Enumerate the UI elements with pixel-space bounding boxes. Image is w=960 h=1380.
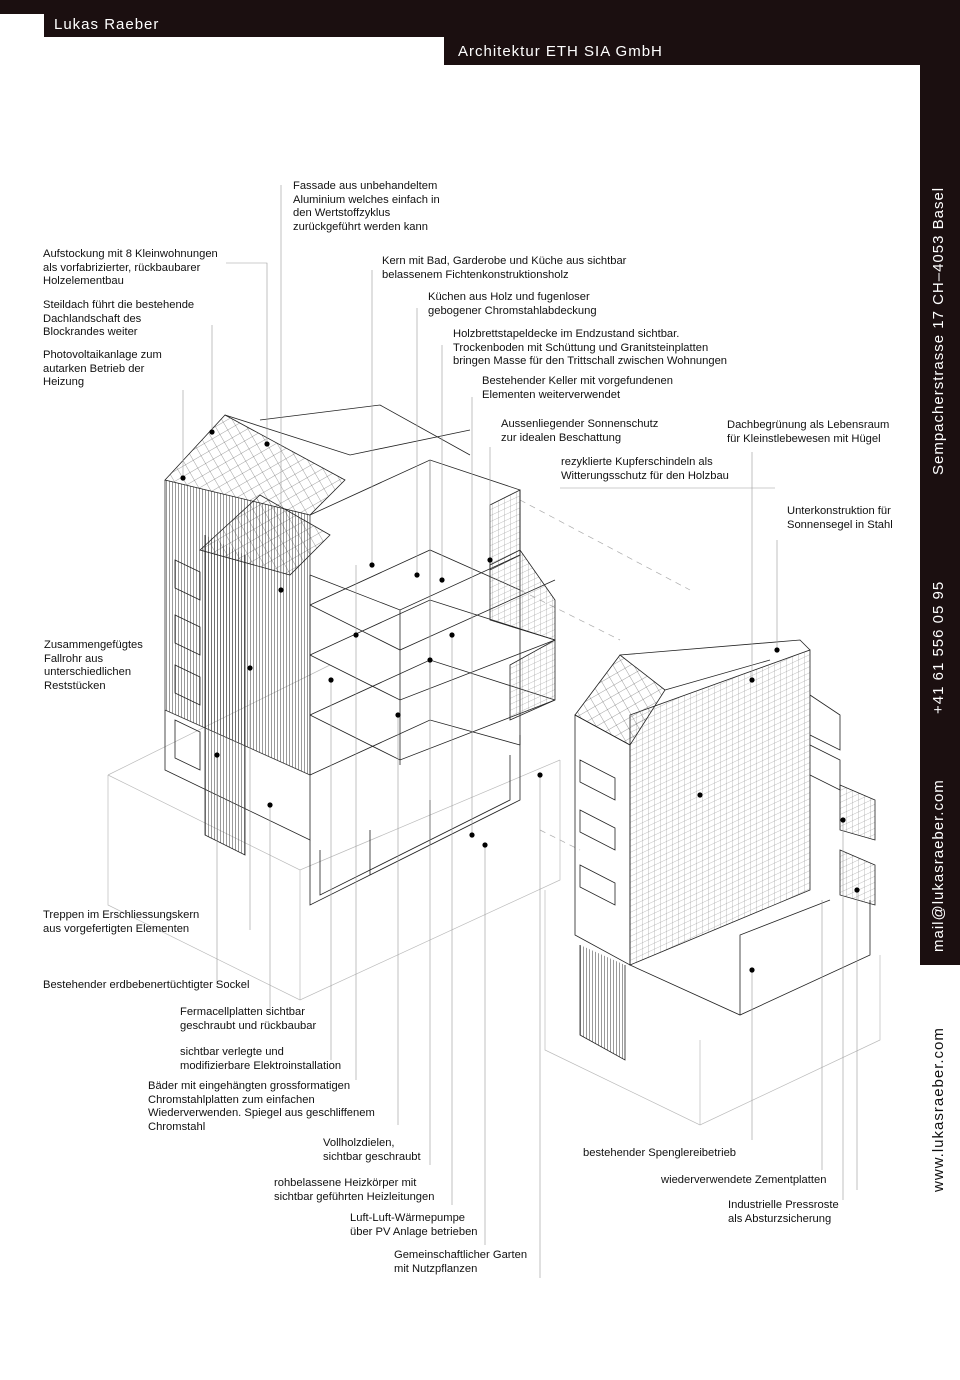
label-sockel: Bestehender erdbebenertüchtigter Sockel <box>43 979 250 991</box>
label-kuechen: Küchen aus Holz und fugenloser gebogener… <box>428 291 597 317</box>
label-garten: Gemeinschaftlicher Garten mit Nutzpflanz… <box>394 1249 528 1275</box>
label-heizkoerper: rohbelassene Heizkörper mit sichtbar gef… <box>274 1177 435 1203</box>
label-fermacell: Fermacellplatten sichtbar geschraubt und… <box>180 1006 317 1032</box>
label-kupfer: rezyklierte Kupferschindeln als Witterun… <box>561 456 729 482</box>
label-dachbegruenung: Dachbegrünung als Lebensraum für Kleinst… <box>727 419 890 445</box>
label-fassade: Fassade aus unbehandeltem Aluminium welc… <box>293 180 440 233</box>
label-waermepumpe: Luft-Luft-Wärmepumpe über PV Anlage betr… <box>350 1212 478 1238</box>
label-treppen: Treppen im Erschliessungskern aus vorgef… <box>43 909 200 935</box>
annotation-dots <box>180 429 860 973</box>
label-elektro: sichtbar verlegte und modifizierbare Ele… <box>180 1046 342 1072</box>
label-unterkonstruktion: Unterkonstruktion für Sonnensegel in Sta… <box>787 505 893 531</box>
guide-lines <box>519 499 691 851</box>
contact-sidebar <box>920 0 960 965</box>
firm-name: Architektur ETH SIA GmbH <box>444 37 920 65</box>
architect-name: Lukas Raeber <box>44 0 920 37</box>
label-pressroste: Industrielle Pressroste als Absturzsiche… <box>728 1199 839 1225</box>
label-aufstockung: Aufstockung mit 8 Kleinwohnungen als vor… <box>43 248 218 288</box>
label-holzbrett: Holzbrettstapeldecke im Endzustand sicht… <box>453 328 728 368</box>
label-fallrohr: Zusammengefügtes Fallrohr aus unterschie… <box>44 639 143 692</box>
label-baeder: Bäder mit eingehängten grossformatigen C… <box>148 1080 375 1133</box>
label-steildach: Steildach führt die bestehende Dachlands… <box>43 299 195 339</box>
label-keller: Bestehender Keller mit vorgefundenen Ele… <box>482 375 673 401</box>
label-kern: Kern mit Bad, Garderobe und Küche aus si… <box>382 255 627 281</box>
label-zement: wiederverwendete Zementplatten <box>661 1174 827 1186</box>
label-spengler: bestehender Spenglereibetrieb <box>583 1147 737 1159</box>
right-building <box>574 639 876 1061</box>
right-plinth <box>544 890 881 1126</box>
left-building <box>164 404 556 906</box>
label-sonnenschutz: Aussenliegender Sonnenschutz zur idealen… <box>501 418 659 444</box>
label-vollholz: Vollholzdielen, sichtbar geschraubt <box>323 1137 421 1163</box>
leader-lines <box>182 185 858 1278</box>
label-photovoltaik: Photovoltaikanlage zum autarken Betrieb … <box>43 349 162 389</box>
